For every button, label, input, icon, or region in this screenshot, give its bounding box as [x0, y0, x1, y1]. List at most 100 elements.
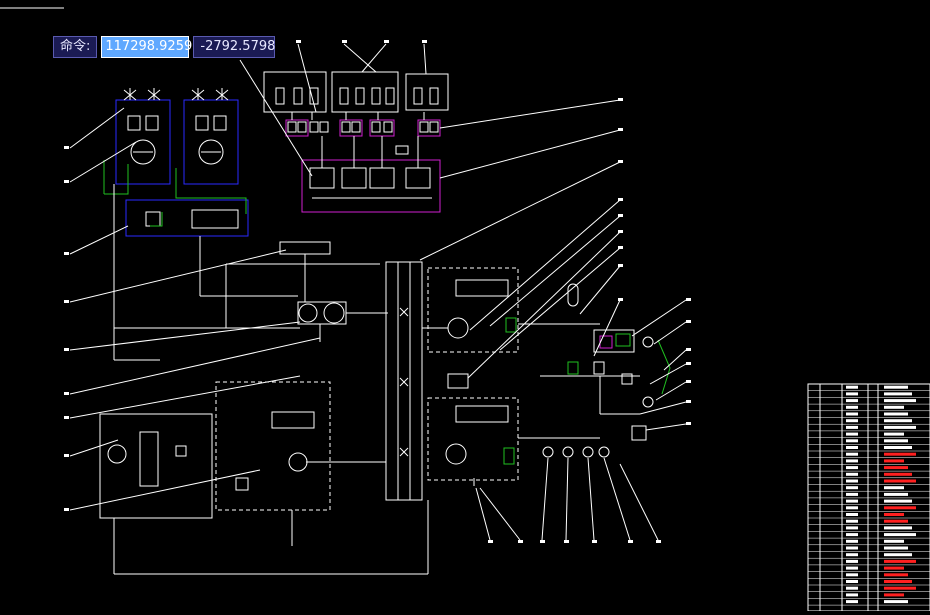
callout-leaders: [69, 43, 687, 541]
table-cell-mark: [884, 439, 908, 443]
table-cell-mark: [846, 419, 858, 423]
table-cell-mark: [846, 559, 858, 563]
pump-frame-1: [115, 99, 171, 185]
table-cell-mark: [846, 566, 858, 570]
pilot-valve-stack: [139, 431, 159, 487]
table-cell-mark: [884, 432, 904, 436]
pilot-pump-frame: [99, 413, 213, 519]
steering-motor: [288, 452, 308, 472]
steering-valve: [271, 411, 315, 429]
lower-solenoid-valve: [455, 405, 509, 423]
table-cell-mark: [846, 533, 858, 537]
table-cell-mark: [846, 459, 858, 463]
table-cell-mark: [884, 513, 904, 516]
table-cell-mark: [884, 412, 908, 416]
x-coordinate-input[interactable]: 117298.9259: [101, 36, 192, 58]
callout-number-marks: [64, 40, 691, 543]
pilot-valves: [287, 121, 439, 133]
table-cell-mark: [884, 425, 916, 429]
table-cell-mark: [884, 479, 916, 483]
table-cell-mark: [884, 593, 904, 597]
table-cell-mark: [884, 559, 916, 563]
table-cell-mark: [846, 600, 858, 604]
direction-valve-top: [279, 241, 331, 255]
table-cell-mark: [846, 466, 858, 470]
table-cell-mark: [846, 573, 858, 577]
table-cell-mark: [884, 526, 912, 530]
table-cell-mark: [884, 405, 904, 409]
command-label: 命令:: [53, 36, 98, 58]
motor-1: [123, 88, 161, 165]
pump-frame-2: [183, 99, 239, 185]
main-pump-b: [323, 302, 345, 324]
right-valve-frame: [593, 329, 635, 353]
table-cell-mark: [846, 513, 858, 516]
central-manifold: [385, 261, 423, 501]
table-cell-mark: [884, 586, 916, 590]
table-cell-mark: [846, 479, 858, 483]
cylinder-group-right: [405, 73, 449, 111]
motor-2: [191, 88, 229, 165]
lower-pump: [445, 443, 467, 465]
table-cell-mark: [884, 492, 908, 496]
table-cell-mark: [846, 385, 858, 389]
table-cell-mark: [846, 439, 858, 443]
table-cell-mark: [884, 472, 912, 476]
main-pump-housing: [297, 301, 347, 325]
table-cell-mark: [884, 573, 908, 577]
table-cell-mark: [846, 539, 858, 543]
table-cell-mark: [846, 412, 858, 416]
steering-block: [215, 381, 331, 511]
main-pump-a: [298, 303, 318, 323]
table-cell-mark: [846, 506, 858, 510]
table-cell-mark: [884, 466, 908, 470]
reservoir: [191, 209, 239, 229]
upper-pump: [447, 317, 469, 339]
table-cell-mark: [884, 580, 912, 583]
table-cell-mark: [846, 586, 858, 590]
table-cell-mark: [846, 399, 858, 403]
table-cell-mark: [846, 486, 858, 490]
table-cell-mark: [884, 553, 912, 557]
table-cell-mark: [846, 519, 858, 523]
table-cell-mark: [846, 546, 858, 550]
valve-bank: [309, 136, 432, 199]
table-cell-mark: [846, 492, 858, 496]
table-cell-mark: [884, 392, 912, 396]
table-cell-mark: [884, 459, 904, 463]
pilot-pump: [107, 444, 127, 464]
table-cell-mark: [884, 506, 916, 510]
table-cell-mark: [846, 452, 858, 456]
command-line-bar: 命令: 117298.9259 -2792.5798: [53, 36, 276, 58]
table-cell-mark: [846, 392, 858, 396]
tank-right: [631, 425, 647, 441]
table-cell-mark: [884, 446, 912, 449]
table-cell-mark: [846, 405, 858, 409]
table-cell-mark: [884, 486, 904, 490]
table-cell-mark: [846, 526, 858, 530]
table-cell-mark: [846, 553, 858, 557]
accumulator-block: [447, 373, 469, 389]
table-cell-mark: [846, 432, 858, 436]
filter: [145, 211, 161, 227]
table-cell-mark: [884, 385, 908, 389]
table-cell-mark: [884, 546, 908, 550]
y-coordinate-input[interactable]: -2792.5798: [193, 36, 276, 58]
table-cell-mark: [884, 399, 916, 403]
table-cell-mark: [846, 593, 858, 597]
cylinder-group-mid: [331, 71, 399, 113]
upper-solenoid-valve: [455, 279, 509, 297]
table-cell-mark: [884, 452, 916, 456]
table-cell-mark: [884, 499, 912, 503]
parts-list-rows: [808, 385, 930, 606]
parts-list-table: [807, 383, 930, 612]
table-cell-mark: [884, 539, 904, 543]
valve-bank-frame: [301, 159, 441, 213]
table-cell-mark: [846, 499, 858, 503]
table-cell-mark: [884, 519, 908, 523]
table-cell-mark: [846, 580, 858, 583]
table-cell-mark: [884, 533, 916, 537]
table-cell-mark: [846, 425, 858, 429]
accumulator-right: [567, 283, 579, 307]
